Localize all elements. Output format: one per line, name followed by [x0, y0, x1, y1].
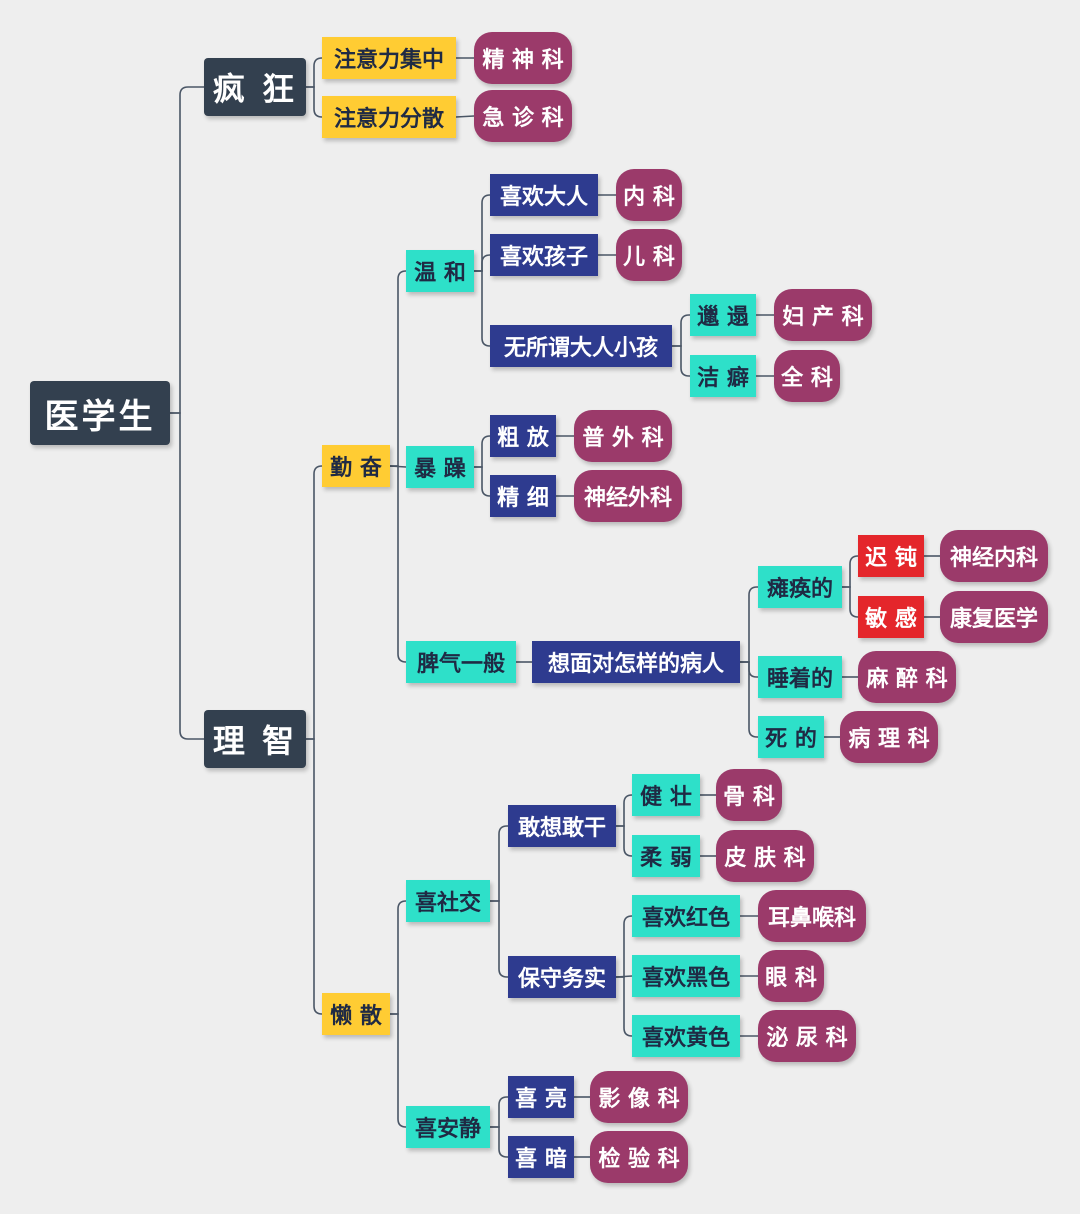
- node-paralyzed: 瘫痪的: [758, 566, 842, 608]
- root-node-medical-student: 医学生: [30, 381, 170, 445]
- dept-pathology: 病 理 科: [840, 711, 938, 763]
- node-indifferent: 无所谓大人小孩: [490, 325, 672, 367]
- connector-3: [306, 86, 323, 118]
- connector-34: [390, 900, 407, 1015]
- connector-48: [490, 1096, 508, 1128]
- connector-6: [306, 465, 323, 740]
- connector-49: [490, 1126, 508, 1158]
- connector-44: [616, 976, 633, 1037]
- connector-38: [616, 794, 633, 827]
- node-sloppy: 邋 遢: [690, 294, 756, 336]
- dept-radiology: 影 像 科: [590, 1071, 688, 1123]
- node-irritable: 暴 躁: [406, 446, 474, 488]
- node-likes-red: 喜欢红色: [632, 895, 740, 937]
- dept-ent: 耳鼻喉科: [758, 890, 866, 942]
- dept-pediatrics: 儿 科: [616, 229, 682, 281]
- node-likes-children: 喜欢孩子: [490, 234, 598, 276]
- dept-dermatology: 皮 肤 科: [716, 830, 814, 882]
- node-dead: 死 的: [758, 716, 824, 758]
- node-slow: 迟 钝: [858, 535, 924, 577]
- node-distracted: 注意力分散: [322, 96, 456, 138]
- dept-ophthalmology: 眼 科: [758, 950, 824, 1002]
- connector-8: [390, 270, 407, 467]
- connector-7: [306, 738, 323, 1015]
- connector-12: [474, 254, 491, 272]
- connector-20: [474, 435, 491, 468]
- node-likes-adults: 喜欢大人: [490, 174, 598, 216]
- node-likes-quiet: 喜安静: [406, 1106, 490, 1148]
- node-sociable: 喜社交: [406, 880, 490, 922]
- connector-10: [390, 465, 407, 663]
- node-gentle: 温 和: [406, 250, 474, 292]
- dept-laboratory: 检 验 科: [590, 1131, 688, 1183]
- node-sleeping: 睡着的: [758, 656, 842, 698]
- node-average-temper: 脾气一般: [406, 641, 516, 683]
- dept-emergency: 急 诊 科: [474, 90, 572, 142]
- connector-21: [474, 466, 491, 497]
- node-diligent: 勤 奋: [322, 445, 390, 487]
- dept-psychiatry: 精 神 科: [474, 32, 572, 84]
- connector-11: [474, 194, 491, 272]
- dept-general-surgery: 普 外 科: [574, 410, 672, 462]
- dept-neurology: 神经内科: [940, 530, 1048, 582]
- connector-16: [672, 314, 690, 347]
- node-sensitive: 敏 感: [858, 596, 924, 638]
- node-likes-yellow: 喜欢黄色: [632, 1015, 740, 1057]
- connector-35: [390, 1013, 407, 1128]
- dept-orthopedics: 骨 科: [716, 769, 782, 821]
- node-likes-black: 喜欢黑色: [632, 955, 740, 997]
- connector-5: [455, 115, 475, 118]
- connector-28: [842, 555, 859, 588]
- connector-2: [306, 57, 323, 88]
- node-likes-bright: 喜 亮: [508, 1076, 574, 1118]
- connector-0: [170, 86, 204, 414]
- connector-1: [170, 412, 204, 740]
- dept-neurosurgery: 神经外科: [574, 470, 682, 522]
- connector-29: [842, 586, 859, 618]
- connector-36: [490, 825, 508, 902]
- dept-general-practice: 全 科: [774, 350, 840, 402]
- branch-crazy: 疯 狂: [204, 58, 306, 116]
- dept-anesthesiology: 麻 醉 科: [858, 651, 956, 703]
- connector-42: [616, 915, 633, 978]
- node-focused: 注意力集中: [322, 37, 456, 79]
- node-bold: 敢想敢干: [508, 805, 616, 847]
- node-meticulous: 精 细: [490, 475, 556, 517]
- dept-rehabilitation: 康复医学: [940, 591, 1048, 643]
- node-neat-freak: 洁 癖: [690, 355, 756, 397]
- connector-25: [740, 586, 758, 663]
- node-lazy: 懒 散: [322, 993, 390, 1035]
- connector-39: [616, 825, 633, 857]
- dept-urology: 泌 尿 科: [758, 1010, 856, 1062]
- dept-internal-medicine: 内 科: [616, 169, 682, 221]
- connector-27: [740, 661, 758, 738]
- connector-37: [490, 900, 508, 978]
- dept-obstetrics: 妇 产 科: [774, 289, 872, 341]
- connector-13: [474, 270, 491, 347]
- node-which-patients: 想面对怎样的病人: [532, 641, 740, 683]
- node-strong: 健 壮: [632, 774, 700, 816]
- node-conservative: 保守务实: [508, 956, 616, 998]
- branch-rational: 理 智: [204, 710, 306, 768]
- node-rough: 粗 放: [490, 415, 556, 457]
- connector-17: [672, 345, 690, 377]
- node-delicate: 柔 弱: [632, 835, 700, 877]
- node-likes-dark: 喜 暗: [508, 1136, 574, 1178]
